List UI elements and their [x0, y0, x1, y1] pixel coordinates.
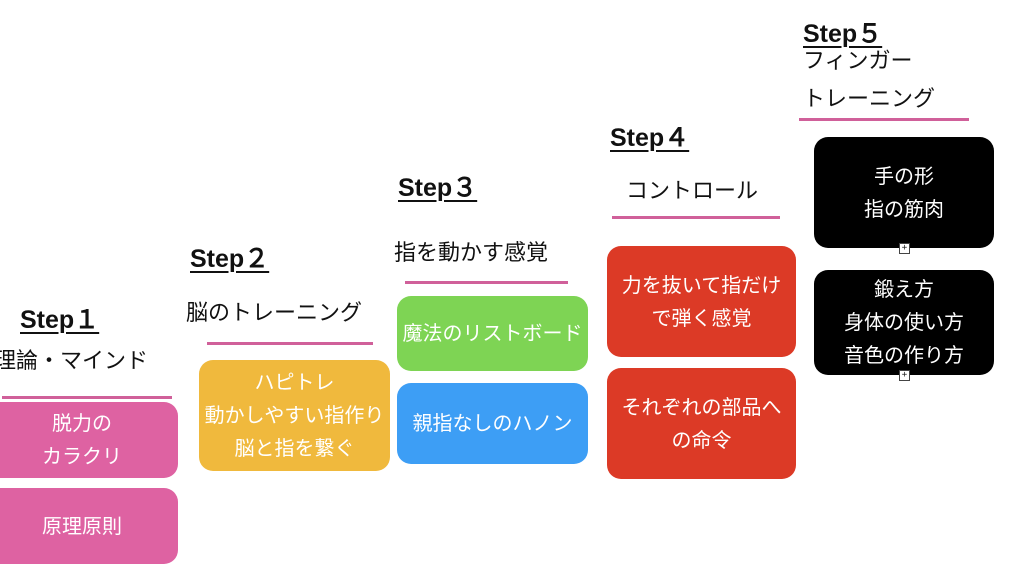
box-line: 魔法のリストボード: [402, 321, 583, 345]
box-line: 鍛え方: [874, 277, 934, 301]
step2-underline: [207, 342, 373, 345]
box-line: 音色の作り方: [844, 343, 964, 367]
box-line: 動かしやすい指作り: [204, 403, 385, 427]
box-line: の命令: [671, 427, 732, 452]
step3-box-hanon[interactable]: 親指なしのハノン: [397, 383, 588, 464]
step1-title: Step１: [20, 306, 100, 334]
expand-icon[interactable]: +: [899, 370, 910, 381]
box-line: 身体の使い方: [844, 310, 964, 334]
step3-underline: [405, 281, 568, 284]
box-line: 脳と指を繋ぐ: [234, 436, 355, 460]
step5-underline: [799, 118, 969, 121]
step5-subtitle-line1: フィンガー: [803, 49, 913, 74]
step5-title: Step５: [803, 20, 883, 48]
step2-box-hapitore[interactable]: ハピトレ 動かしやすい指作り 脳と指を繋ぐ: [199, 360, 390, 471]
step5-subtitle-line2: トレーニング: [803, 87, 936, 112]
step4-subtitle: コントロール: [626, 179, 759, 204]
step1-subtitle: 理論・マインド: [0, 349, 149, 374]
step3-box-wristboard[interactable]: 魔法のリストボード: [397, 296, 588, 371]
step4-underline: [612, 216, 780, 219]
step5-box-training[interactable]: 鍛え方 身体の使い方 音色の作り方: [814, 270, 994, 375]
box-line: 手の形: [874, 163, 934, 188]
step5-box-hand-shape[interactable]: 手の形 指の筋肉: [814, 137, 994, 248]
step2-subtitle: 脳のトレーニング: [186, 301, 363, 326]
box-line: それぞれの部品へ: [621, 394, 782, 419]
box-line: 指の筋肉: [864, 196, 944, 221]
box-line: 力を抜いて指だけ: [621, 272, 782, 297]
expand-icon[interactable]: +: [899, 243, 910, 254]
step4-title: Step４: [610, 124, 690, 152]
step3-title: Step３: [398, 174, 478, 202]
box-line: で弾く感覚: [651, 305, 752, 330]
box-line: ハピトレ: [254, 370, 335, 394]
step1-box-principles[interactable]: 原理原則: [0, 488, 178, 564]
step1-box-mechanism[interactable]: 脱力の カラクリ: [0, 402, 178, 478]
step1-underline: [2, 396, 172, 399]
step2-title: Step２: [190, 245, 270, 273]
box-line: 親指なしのハノン: [412, 411, 573, 435]
step3-subtitle: 指を動かす感覚: [394, 241, 549, 266]
box-line: 脱力の: [52, 411, 112, 435]
box-line: カラクリ: [42, 444, 122, 468]
step4-box-commands[interactable]: それぞれの部品へ の命令: [607, 368, 796, 479]
box-line: 原理原則: [42, 513, 122, 538]
step4-box-relax[interactable]: 力を抜いて指だけ で弾く感覚: [607, 246, 796, 357]
